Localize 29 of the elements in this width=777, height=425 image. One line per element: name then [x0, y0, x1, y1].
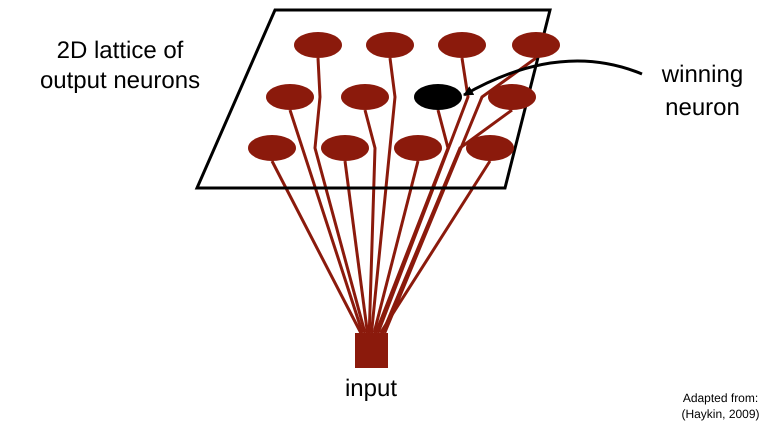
connection-line [381, 108, 513, 334]
connection-line [270, 160, 362, 334]
arrow [463, 60, 643, 96]
connection-line [364, 110, 376, 334]
connection-line [383, 56, 537, 334]
lattice-label: 2D lattice of output neurons [38, 36, 202, 96]
neuron-node [512, 32, 560, 58]
neuron-node [294, 32, 342, 58]
neuron-node [366, 32, 414, 58]
neuron-node [248, 135, 296, 161]
neuron-node [438, 32, 486, 58]
neuron-node [488, 84, 536, 110]
connection-line [372, 160, 420, 334]
neuron-node [266, 84, 314, 110]
neuron-node [341, 84, 389, 110]
callout-text: winning neuron [640, 58, 765, 124]
connection-line [376, 58, 470, 334]
connection-line [379, 160, 492, 334]
neuron-node [466, 135, 514, 161]
connection-line [288, 110, 364, 334]
connection-line [374, 110, 450, 334]
neuron-node [414, 84, 462, 110]
connection-line [370, 58, 396, 334]
source-note: Adapted from: (Haykin, 2009) [680, 390, 761, 422]
connection-line [313, 58, 366, 334]
neuron-node [321, 135, 369, 161]
input-label: input [344, 375, 398, 403]
neuron-node [394, 135, 442, 161]
connection-line [344, 160, 369, 334]
